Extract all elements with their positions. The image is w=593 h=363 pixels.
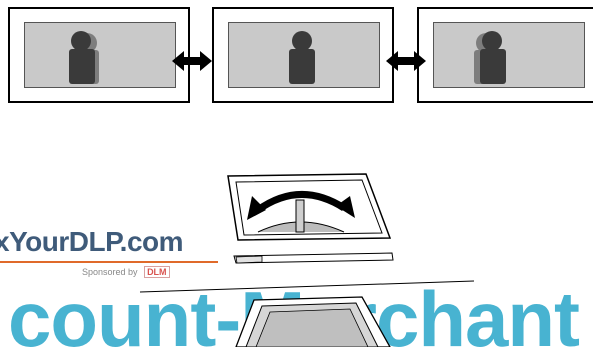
lever-icon (233, 252, 394, 264)
projected-screen-center (228, 22, 380, 88)
panel-left (8, 7, 190, 103)
watermark-brand: xYourDLP.com (0, 226, 184, 257)
watermark-sponsor-text: Sponsored by (82, 267, 138, 277)
lens-shift-dial-icon (227, 173, 392, 241)
person-icon (289, 31, 315, 84)
panel-right (417, 7, 593, 103)
arrows-layer (139, 51, 475, 347)
watermark-sponsor-logo: DLM (144, 266, 170, 278)
person-icon (474, 31, 506, 84)
double-arrow-icon (386, 51, 426, 71)
watermark-underline (0, 261, 218, 263)
lower-dial-icon (235, 296, 391, 347)
person-icon (69, 31, 99, 84)
divider-line (139, 280, 475, 293)
projected-screen-left (24, 22, 176, 88)
projected-screen-right (433, 22, 585, 88)
double-arrow-icon (172, 51, 212, 71)
panel-center (212, 7, 394, 103)
diagram-stage: count-Merchant xYourDLP.com Sponsored by… (0, 7, 593, 358)
watermark-sponsor: Sponsored by DLM (82, 266, 170, 278)
